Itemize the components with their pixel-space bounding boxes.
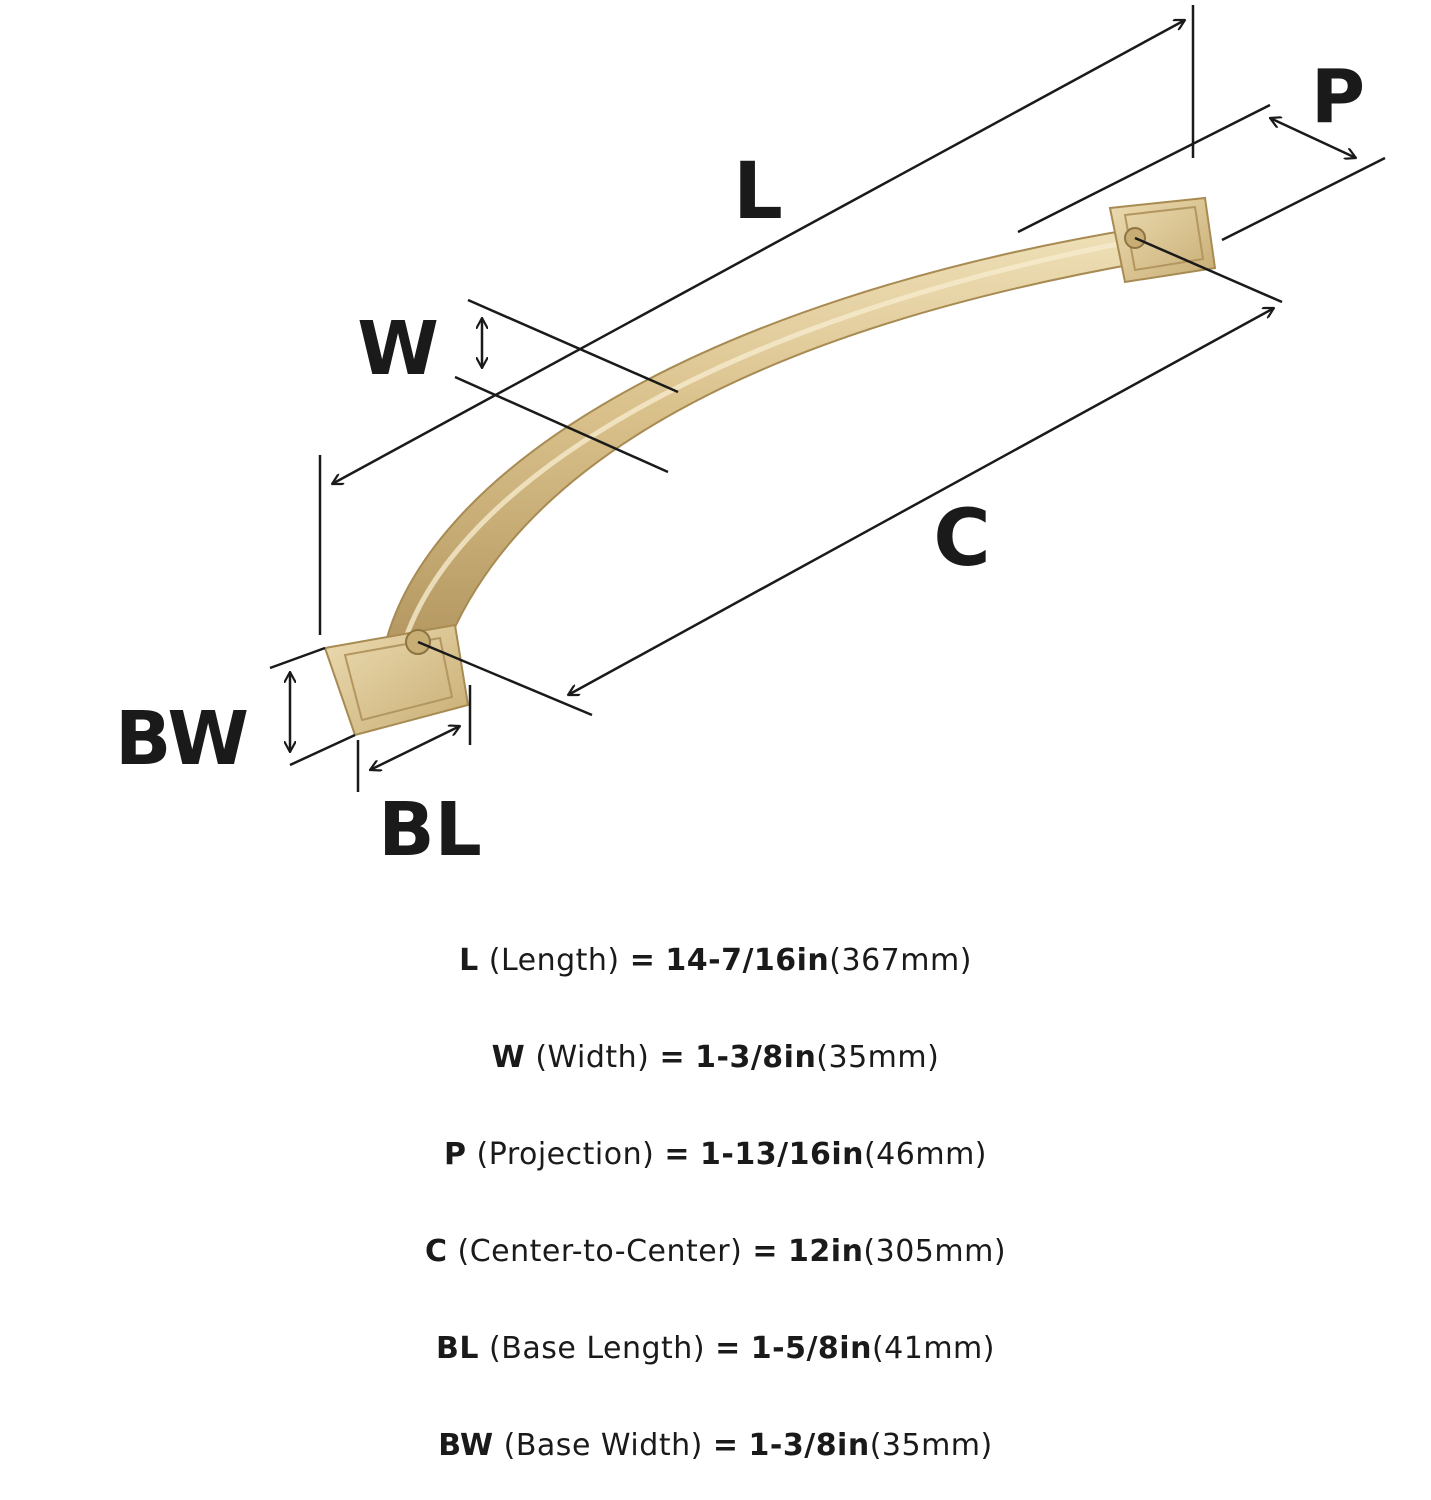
length-dimension-arrow: [332, 20, 1185, 484]
base-width-extension-bottom: [289, 733, 356, 767]
base-width-extension-top: [269, 646, 326, 670]
spec-name: (Base Width): [503, 1428, 703, 1463]
center-extension-left: [417, 640, 593, 717]
spec-value: 1-3/8in: [748, 1428, 870, 1463]
spec-equals: =: [715, 1331, 741, 1366]
spec-name: (Base Length): [489, 1331, 706, 1366]
spec-name: (Length): [488, 943, 620, 978]
label-center: C: [933, 494, 990, 584]
spec-row-center-to-center: C (Center-to-Center) = 12in(305mm): [0, 1203, 1431, 1300]
spec-equals: =: [712, 1428, 739, 1463]
spec-equals: =: [664, 1137, 690, 1172]
spec-equals: =: [629, 943, 656, 978]
spec-row-projection: P (Projection) = 1-13/16in(46mm): [0, 1106, 1431, 1203]
right-base: [1108, 196, 1217, 284]
spec-value: 12in: [788, 1234, 864, 1269]
spec-name: (Width): [535, 1040, 650, 1075]
spec-value: 1-5/8in: [750, 1331, 872, 1366]
spec-name: (Center-to-Center): [457, 1234, 743, 1269]
label-base-width: BW: [115, 696, 249, 782]
spec-code: BW: [438, 1428, 494, 1463]
spec-row-width: W (Width) = 1-3/8in(35mm): [0, 1009, 1431, 1106]
label-length: L: [733, 147, 783, 237]
spec-value: 1-13/16in: [700, 1137, 864, 1172]
spec-metric: (305mm): [863, 1234, 1007, 1269]
left-base: [323, 623, 470, 737]
spec-code: W: [491, 1040, 526, 1075]
spec-row-base-width: BW (Base Width) = 1-3/8in(35mm): [0, 1397, 1431, 1494]
spec-name: (Projection): [476, 1137, 655, 1172]
projection-extension-top: [1017, 103, 1271, 234]
spec-equals: =: [659, 1040, 686, 1075]
spec-metric: (35mm): [816, 1040, 940, 1075]
spec-metric: (367mm): [829, 943, 972, 978]
spec-metric: (35mm): [869, 1428, 993, 1463]
projection-dimension-arrow: [1270, 118, 1356, 158]
center-dimension-arrow: [568, 308, 1274, 695]
spec-code: BL: [436, 1331, 479, 1366]
label-projection: P: [1311, 54, 1365, 140]
label-width: W: [357, 306, 439, 392]
center-extension-right: [1134, 236, 1283, 304]
specifications-list: L (Length) = 14-7/16in(367mm) W (Width) …: [0, 912, 1431, 1494]
pull-handle-diagram: L W P C BW BL: [115, 5, 1386, 873]
projection-extension-bottom: [1221, 156, 1386, 242]
spec-row-length: L (Length) = 14-7/16in(367mm): [0, 912, 1431, 1009]
spec-code: L: [459, 943, 479, 978]
base-length-dimension-arrow: [370, 726, 460, 770]
spec-row-base-length: BL (Base Length) = 1-5/8in(41mm): [0, 1300, 1431, 1397]
spec-metric: (46mm): [863, 1137, 987, 1172]
spec-code: C: [424, 1234, 448, 1269]
spec-value: 1-3/8in: [695, 1040, 817, 1075]
spec-code: P: [444, 1137, 467, 1172]
spec-value: 14-7/16in: [665, 943, 830, 978]
spec-metric: (41mm): [871, 1331, 995, 1366]
spec-equals: =: [752, 1234, 778, 1269]
label-base-length: BL: [378, 787, 482, 873]
